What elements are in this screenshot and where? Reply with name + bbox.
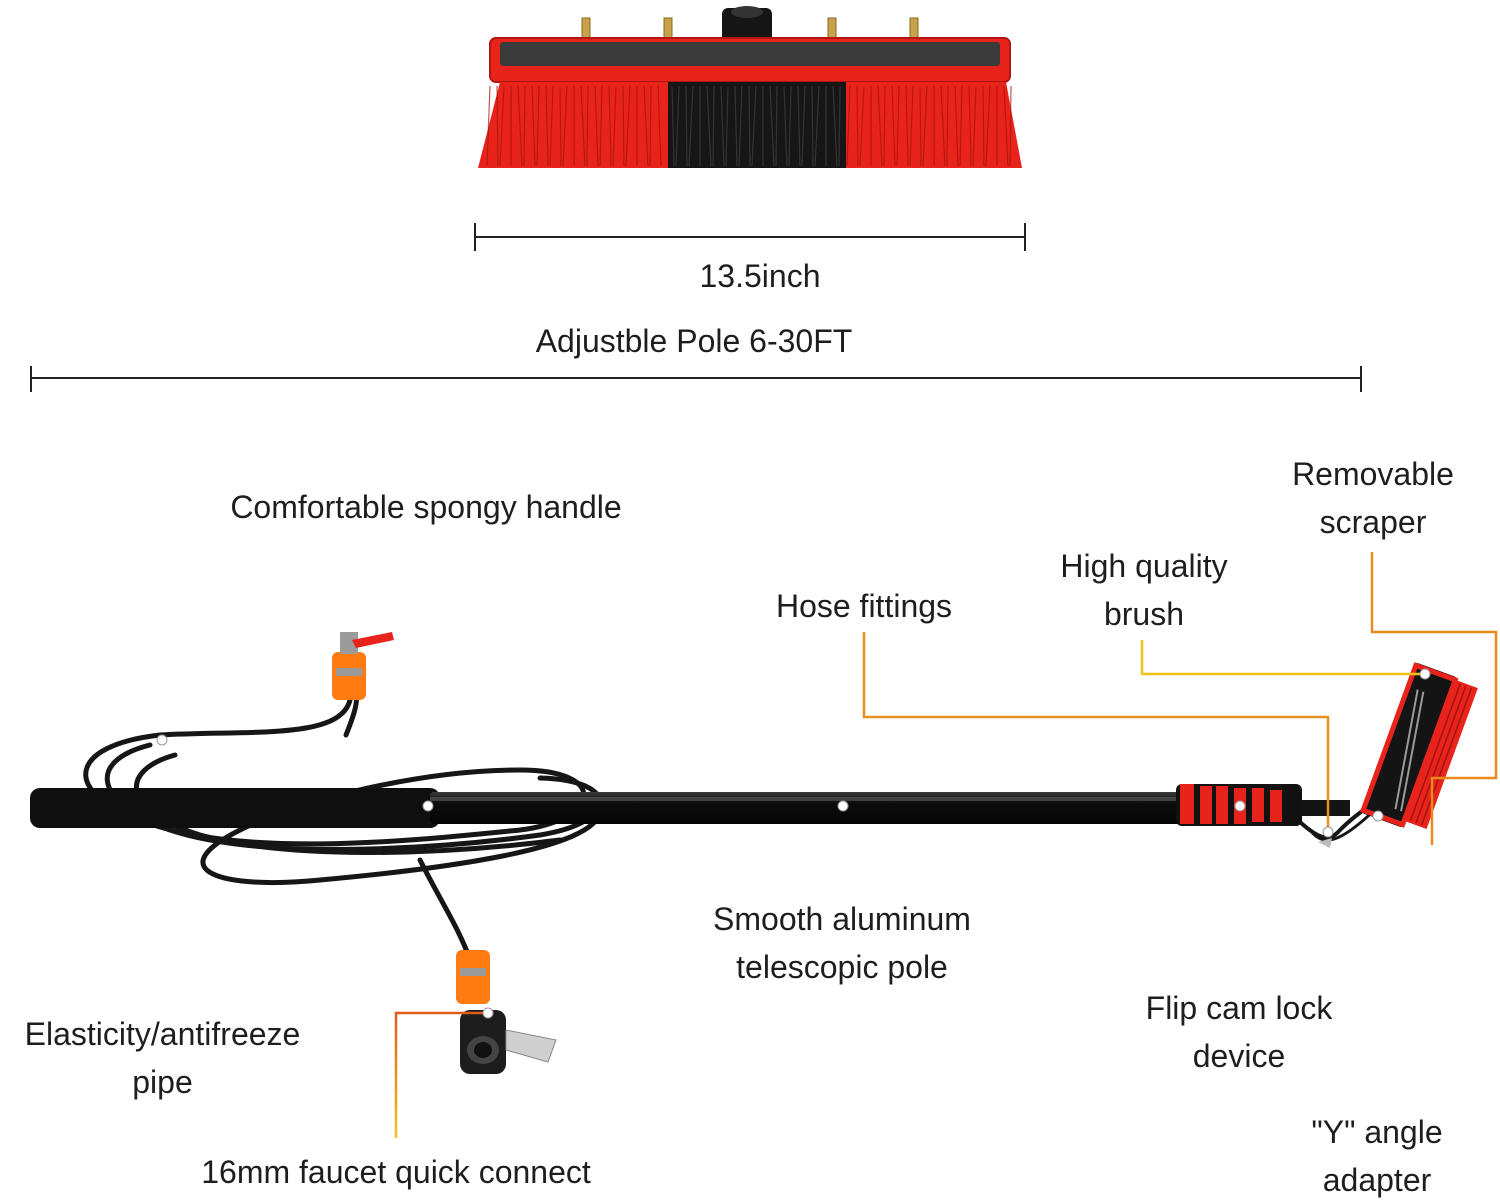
spongy-handle <box>30 788 440 828</box>
callout-adapter: "Y" angle adapter <box>1284 1108 1470 1204</box>
aluminum-pole <box>430 792 1190 824</box>
callout-brush: High quality brush <box>1034 542 1254 638</box>
callout-pipe-line-2: pipe <box>132 1064 193 1100</box>
callout-pipe: Elasticity/antifreeze pipe <box>0 1010 325 1106</box>
brush-head-image <box>478 6 1022 168</box>
callout-pole-line-2: telescopic pole <box>736 949 948 985</box>
brush-width-label: 13.5inch <box>699 258 821 294</box>
callout-faucet-line-1: 16mm faucet quick connect <box>201 1154 591 1190</box>
callout-pipe-line-1: Elasticity/antifreeze <box>24 1016 301 1052</box>
callout-dots <box>156 668 1431 1019</box>
callout-handle: Comfortable spongy handle <box>186 483 666 531</box>
pole-length-label: Adjustble Pole 6-30FT <box>535 323 853 359</box>
callout-handle-line-1: Comfortable spongy handle <box>230 489 622 525</box>
brush-bristles <box>478 82 1022 168</box>
callout-pole-line-1: Smooth aluminum <box>713 901 971 937</box>
pole-length-dimension-line <box>30 366 1362 392</box>
callout-adapter-line-2: adapter <box>1322 1162 1432 1198</box>
callout-brush-line-2: brush <box>1103 596 1185 632</box>
callout-brush-line-1: High quality <box>1060 548 1228 584</box>
callout-leader-lines <box>160 548 1498 1138</box>
callout-scraper-line-1: Removable <box>1292 456 1454 492</box>
shutoff-valve <box>332 632 394 700</box>
callout-pole: Smooth aluminum telescopic pole <box>680 895 1004 991</box>
faucet-connector <box>456 950 557 1074</box>
callout-scraper: Removable scraper <box>1268 450 1478 546</box>
callout-hose-fittings-line-1: Hose fittings <box>775 588 953 624</box>
telescopic-pole <box>30 662 1478 848</box>
callout-scraper-line-2: scraper <box>1319 504 1427 540</box>
brush-width-dimension-line <box>474 223 1026 251</box>
callout-cam-lock: Flip cam lock device <box>1118 984 1360 1080</box>
callout-adapter-line-1: "Y" angle <box>1311 1114 1443 1150</box>
callout-hose-fittings: Hose fittings <box>744 582 984 630</box>
callout-faucet: 16mm faucet quick connect <box>156 1148 636 1196</box>
callout-cam-lock-line-2: device <box>1192 1038 1286 1074</box>
angled-brush-head <box>1359 662 1478 830</box>
callout-cam-lock-line-1: Flip cam lock <box>1145 990 1333 1026</box>
